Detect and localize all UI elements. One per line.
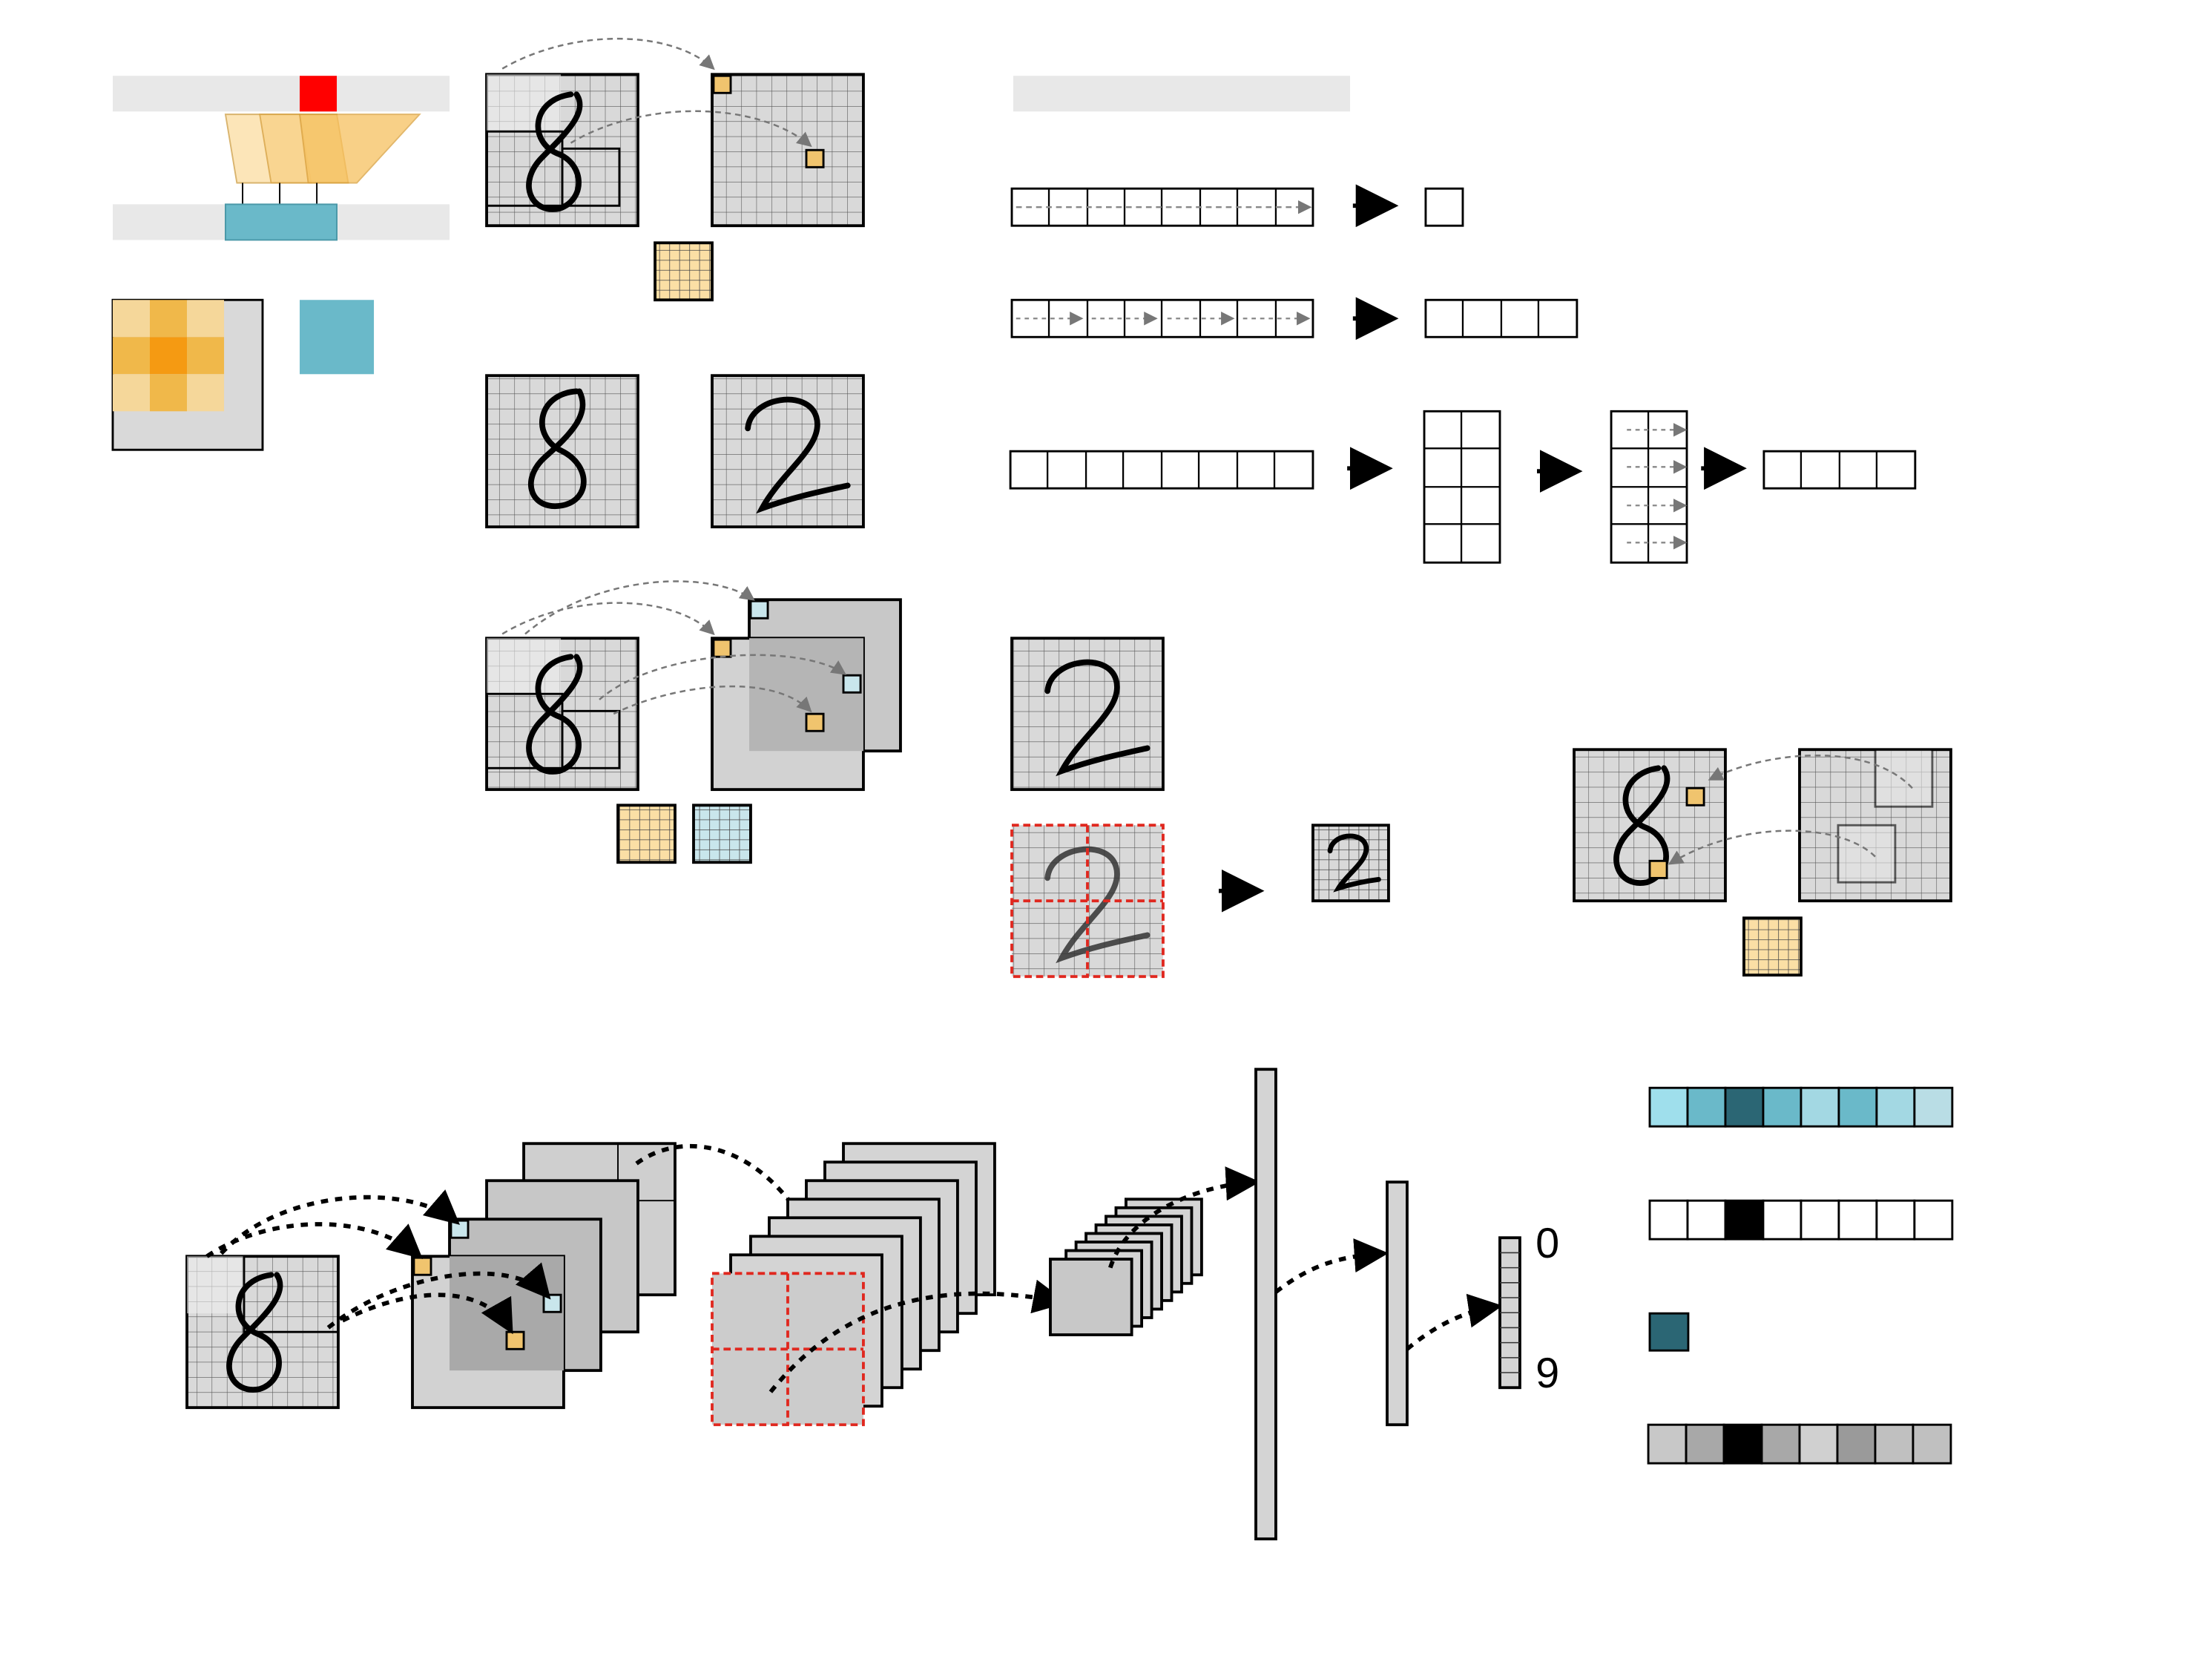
- pooling-input-two: [1010, 637, 1165, 792]
- gray-vector-cell: [1685, 1423, 1725, 1465]
- conv-arrow-1: [501, 37, 715, 70]
- input-row-blue: [225, 203, 338, 241]
- kernel-blue-pair: [692, 804, 752, 864]
- gray-vector-cell: [1912, 1423, 1952, 1465]
- cnn-pool1-maps: [711, 1142, 996, 1427]
- single-teal-square: [1648, 1312, 1690, 1352]
- transposed-output: [1798, 748, 1952, 903]
- output-layer: [1498, 1236, 1521, 1390]
- gray-vector-cell: [1647, 1423, 1688, 1465]
- conv-example-input: [485, 73, 639, 228]
- blue-vector-cell: [1648, 1086, 1689, 1128]
- blue-vector-cell: [1913, 1086, 1954, 1128]
- gray-vector-cell: [1722, 1423, 1763, 1465]
- onehot-vector-cell: [1762, 1199, 1803, 1241]
- header-label-bar: [1013, 76, 1350, 112]
- onehot-vector-cell: [1913, 1199, 1954, 1241]
- dense-layer-1: [1254, 1068, 1277, 1541]
- cnn-conv1-maps: [411, 1142, 677, 1410]
- multi-kernel-input: [485, 637, 639, 792]
- output-neuron-red: [300, 76, 338, 112]
- blue-vector-cell: [1875, 1086, 1916, 1128]
- onehot-vector: [1648, 1199, 1954, 1241]
- label-bar-top: [112, 76, 450, 112]
- digit-two-image: [711, 374, 865, 529]
- multi-kernel-output: [711, 598, 902, 792]
- vector-row-3: [1009, 410, 1917, 564]
- gray-vector-cell: [1836, 1423, 1877, 1465]
- cnn-input-image: [185, 1255, 340, 1410]
- conv-example-output: [711, 73, 865, 228]
- onehot-vector-cell: [1648, 1199, 1689, 1241]
- gray-vector-cell: [1798, 1423, 1839, 1465]
- blue-vector: [1648, 1086, 1954, 1128]
- kernel-orange-right: [1742, 916, 1803, 977]
- output-pixel-b: [805, 148, 825, 168]
- receptive-cone-3: [298, 114, 421, 184]
- blue-vector-cell: [1686, 1086, 1727, 1128]
- receptive-field-sketch: [112, 76, 450, 241]
- kernel-orange-small: [654, 241, 714, 302]
- kernel-heatmap: [111, 298, 264, 451]
- vector-row-1: [1010, 184, 1464, 228]
- dense-layer-2: [1386, 1180, 1409, 1427]
- output-pixel-a: [712, 74, 732, 94]
- transposed-input: [1573, 748, 1727, 903]
- gray-vector-cell: [1760, 1423, 1801, 1465]
- onehot-vector-cell: [1724, 1199, 1765, 1241]
- blue-vector-cell: [1837, 1086, 1878, 1128]
- digit-eight-image: [485, 374, 639, 529]
- kernel-orange-pair: [616, 804, 677, 864]
- blue-vector-cell: [1724, 1086, 1765, 1128]
- pooled-two: [1311, 824, 1390, 903]
- onehot-vector-cell: [1875, 1199, 1916, 1241]
- output-label-zero: 0: [1535, 1220, 1559, 1267]
- conv-arrow-2: [570, 110, 812, 148]
- onehot-vector-cell: [1837, 1199, 1878, 1241]
- gray-vector-cell: [1874, 1423, 1915, 1465]
- blue-vector-cell: [1800, 1086, 1840, 1128]
- bias-square-blue: [300, 300, 375, 375]
- cnn-conv2-maps: [1049, 1198, 1203, 1336]
- vector-row-2: [1010, 297, 1579, 341]
- blue-vector-cell: [1762, 1086, 1803, 1128]
- onehot-vector-cell: [1800, 1199, 1840, 1241]
- output-label-nine: 9: [1535, 1350, 1559, 1397]
- pooling-dashed-grid: [1010, 824, 1165, 979]
- gray-vector: [1647, 1423, 1952, 1465]
- onehot-vector-cell: [1686, 1199, 1727, 1241]
